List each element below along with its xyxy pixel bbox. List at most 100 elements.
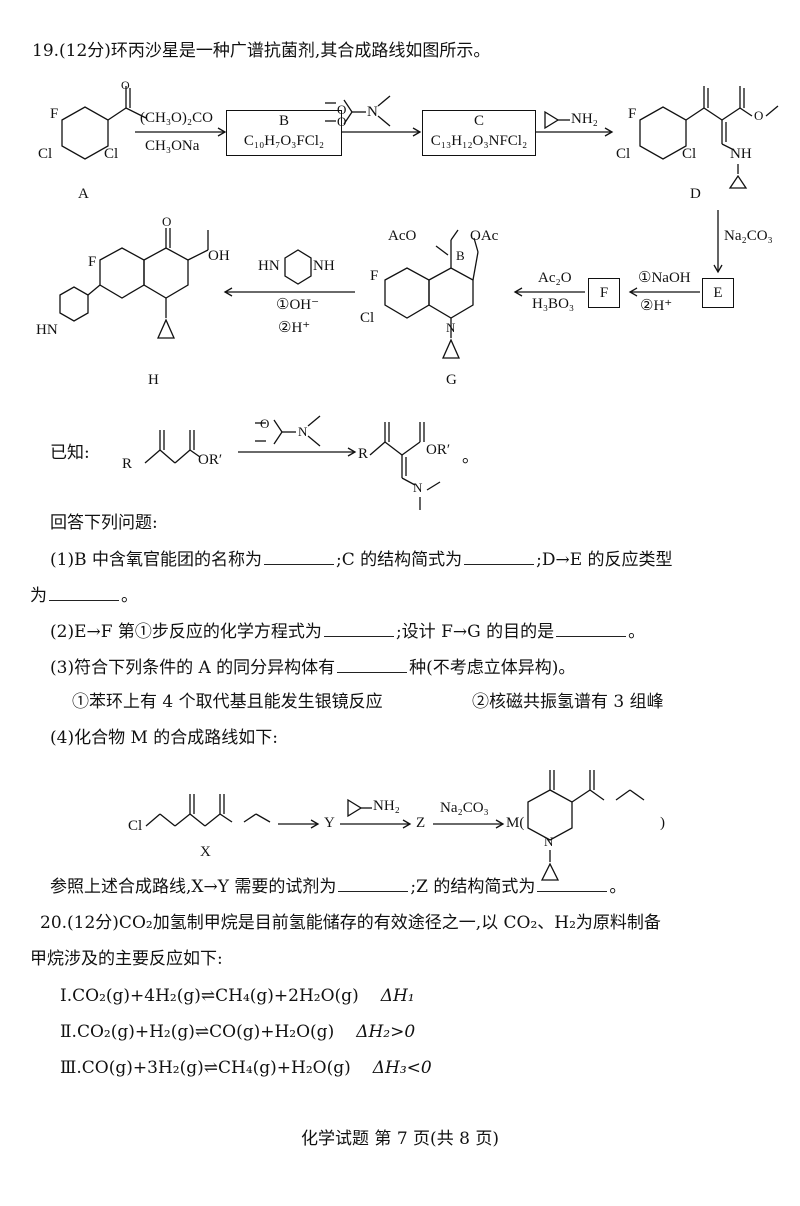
reagent-g-h-2: ②H⁺ <box>278 320 311 336</box>
label-a: A <box>78 186 89 202</box>
answer-blank[interactable] <box>537 877 608 892</box>
atom-hn: HN <box>258 258 280 274</box>
formula-c: C₁₃H₁₂O₃NFCl₂ <box>430 133 528 149</box>
known-or: OR′ <box>426 442 451 458</box>
part-3-text: 种(不考虑立体异构)。 <box>409 658 576 678</box>
answer-blank[interactable] <box>464 550 535 565</box>
compound-m-ring <box>527 789 573 841</box>
part-4-text: ;Z 的结构简式为 <box>410 877 536 897</box>
known-end: 。 <box>462 447 479 467</box>
part-1-cont: 为。 <box>30 585 138 607</box>
part-4-text: 参照上述合成路线,X→Y 需要的试剂为 <box>50 877 337 897</box>
atom-n: N <box>298 424 308 439</box>
compound-f-box: F <box>588 278 620 308</box>
atom-o: O <box>121 78 130 92</box>
atom-oac: OAc <box>470 228 499 244</box>
atom-hn: HN <box>36 322 58 338</box>
known-or: OR′ <box>198 452 223 468</box>
atom-n: N <box>446 320 456 335</box>
label-e: E <box>713 285 723 301</box>
label-f: F <box>599 285 609 301</box>
part-2-text: ;设计 F→G 的目的是 <box>395 622 555 642</box>
answer-blank[interactable] <box>338 877 409 892</box>
atom-f: F <box>50 106 59 122</box>
reagent-e-f-2: ②H⁺ <box>640 298 673 314</box>
condition-1: ①苯环上有 4 个取代基且能发生银镜反应 <box>72 692 383 712</box>
reagent-a-b-bottom: CH₃ONa <box>145 138 200 154</box>
answer-blank[interactable] <box>337 658 408 673</box>
atom-f: F <box>370 268 379 284</box>
reagent-a-b-top: (CH₃O)₂CO <box>140 110 213 126</box>
atom-b: B <box>456 248 465 263</box>
answer-blank[interactable] <box>323 622 394 637</box>
label-x: X <box>200 844 211 860</box>
reagent-y-z: NH₂ <box>373 798 400 814</box>
reaction-2-dh: ΔH₂>0 <box>356 1022 416 1042</box>
reaction-2: Ⅱ.CO₂(g)+H₂(g)⇌CO(g)+H₂O(g) ΔH₂>0 <box>60 1021 415 1043</box>
answer-blank[interactable] <box>263 550 334 565</box>
part-1-text: 为 <box>30 586 47 606</box>
atom-cl: Cl <box>682 146 697 162</box>
part-4-text: 。 <box>609 877 627 897</box>
compound-a-ring <box>61 106 109 160</box>
part-1-text: ;D→E 的反应类型 <box>536 550 673 570</box>
atom-oh: OH <box>208 248 230 264</box>
atom-cl: Cl <box>128 818 143 834</box>
reaction-1-dh: ΔH₁ <box>380 986 415 1006</box>
label-b: B <box>278 113 289 129</box>
part-2-text: (2)E→F 第①步反应的化学方程式为 <box>50 622 322 642</box>
answer-intro: 回答下列问题: <box>50 513 158 533</box>
part-2: (2)E→F 第①步反应的化学方程式为 ;设计 F→G 的目的是 。 <box>50 621 645 643</box>
known-label: 已知: <box>50 443 90 463</box>
atom-o: O <box>162 214 172 229</box>
part-2-text: 。 <box>628 622 646 642</box>
answer-blank[interactable] <box>556 622 627 637</box>
atom-n: N <box>544 834 554 849</box>
label-y: Y <box>324 815 335 831</box>
question-19-title: 19.(12分)环丙沙星是一种广谱抗菌剂,其合成路线如图所示。 <box>32 41 491 61</box>
part-3-text: (3)符合下列条件的 A 的同分异构体有 <box>50 658 336 678</box>
label-d: D <box>690 186 701 202</box>
part-1: (1)B 中含氧官能团的名称为 ;C 的结构简式为 ;D→E 的反应类型 <box>50 549 673 571</box>
part-1-text: 。 <box>121 586 138 606</box>
reaction-3: Ⅲ.CO(g)+3H₂(g)⇌CH₄(g)+H₂O(g)ΔH₃<0 <box>60 1057 432 1079</box>
label-m: M( <box>506 815 525 831</box>
atom-o: O <box>754 108 764 123</box>
label-z: Z <box>416 815 426 831</box>
atom-cl: Cl <box>616 146 631 162</box>
reaction-2-eq: Ⅱ.CO₂(g)+H₂(g)⇌CO(g)+H₂O(g) <box>60 1022 335 1042</box>
part-4: (4)化合物 M 的合成路线如下: <box>50 728 279 748</box>
atom-n: N <box>367 104 378 120</box>
compound-e-box: E <box>702 278 734 308</box>
atom-f: F <box>88 254 97 270</box>
atom-nh: NH <box>730 146 752 162</box>
compound-c-box: C C₁₃H₁₂O₃NFCl₂ <box>422 110 536 156</box>
label-m-close: ) <box>660 815 665 831</box>
atom-f: F <box>628 106 637 122</box>
formula-b: C₁₀H₇O₃FCl₂ <box>243 133 325 149</box>
part-3: (3)符合下列条件的 A 的同分异构体有 种(不考虑立体异构)。 <box>50 657 575 679</box>
part-1-text: ;C 的结构简式为 <box>335 550 463 570</box>
reaction-1-eq: Ⅰ.CO₂(g)+4H₂(g)⇌CH₄(g)+2H₂O(g) <box>60 986 359 1006</box>
reagent-z-m: Na₂CO₃ <box>440 800 489 816</box>
page-footer: 化学试题 第 7 页(共 8 页) <box>301 1129 499 1149</box>
reagent-f-g-top: Ac₂O <box>538 270 572 286</box>
reagent-e-f-1: ①NaOH <box>638 270 691 286</box>
label-c: C <box>473 113 484 129</box>
atom-cl: Cl <box>104 146 119 162</box>
atom-aco: AcO <box>388 228 417 244</box>
reaction-3-eq: Ⅲ.CO(g)+3H₂(g)⇌CH₄(g)+H₂O(g) <box>60 1058 351 1078</box>
part-1-text: (1)B 中含氧官能团的名称为 <box>50 550 262 570</box>
reaction-1: Ⅰ.CO₂(g)+4H₂(g)⇌CH₄(g)+2H₂O(g) ΔH₁ <box>60 985 415 1007</box>
known-r: R <box>122 456 133 472</box>
compound-b-box: B C₁₀H₇O₃FCl₂ <box>226 110 342 156</box>
compound-d-ring <box>639 106 687 160</box>
answer-blank[interactable] <box>49 586 119 601</box>
label-g: G <box>446 372 457 388</box>
atom-n: N <box>413 480 423 495</box>
reagent-f-g-bottom: H₃BO₃ <box>532 296 575 312</box>
atom-o: O <box>337 114 347 129</box>
atom-o: O <box>337 102 347 117</box>
